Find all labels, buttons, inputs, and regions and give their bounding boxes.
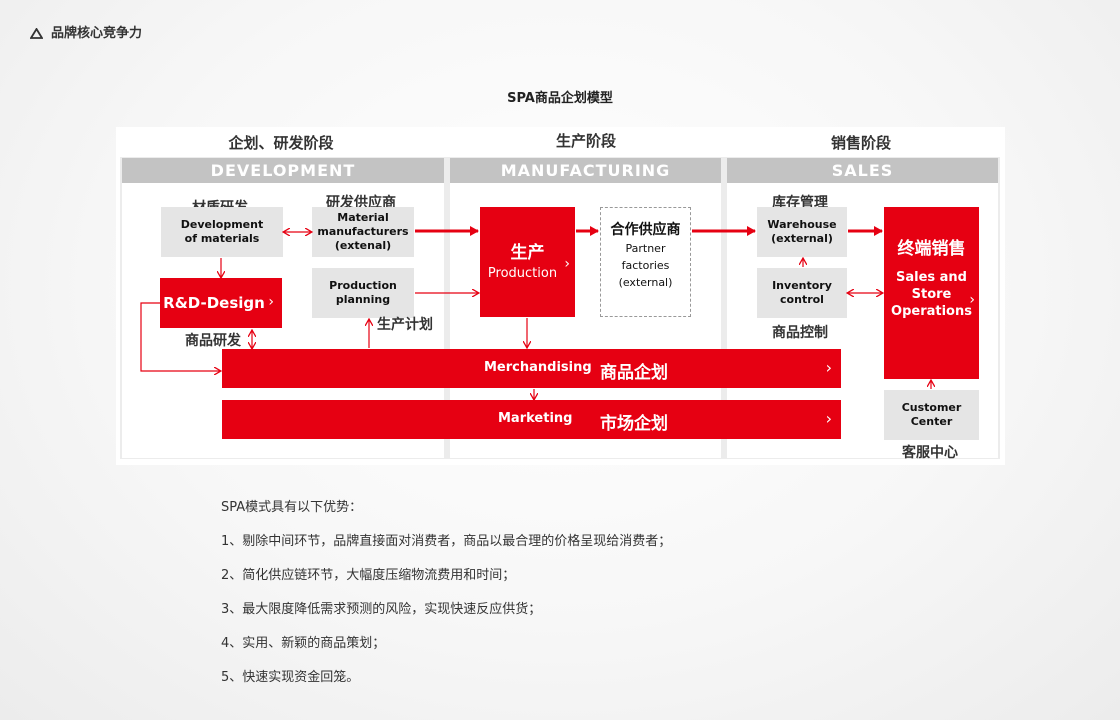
material-suppliers-en-3: (extenal) [334,239,392,252]
diagram-title: SPA商品企划模型 [507,91,613,106]
warehouse-en-1: Warehouse [767,218,837,231]
arrow-rd-loop-to-merch [140,302,220,371]
rd-design-en: R&D-Design [163,294,265,312]
materials-en-1: Development [180,218,264,231]
customer-center-box: Customer Center [884,390,979,440]
inventory-en-1: Inventory [772,279,832,292]
partner-factories-box: 合作供应商 Partner factories (external) [600,207,691,317]
marketing-cn: 市场企划 [600,414,668,434]
advantage-item: 2、简化供应链环节，大幅度压缩物流费用和时间； [221,568,516,583]
material-suppliers-en-1: Material [337,211,389,224]
advantage-item: 4、实用、新颖的商品策划； [221,636,386,651]
chevron-right-icon: › [825,409,832,428]
partner-factories-en-3: (external) [618,276,673,289]
partner-factories-en-2: factories [621,259,670,272]
advantage-item: 3、最大限度降低需求预测的风险，实现快速反应供货； [221,602,542,617]
merchandising-en: Merchandising [484,360,592,375]
phase-manufacturing-bar: MANUFACTURING [450,158,721,183]
retail-en-1: Sales and [895,270,967,285]
triangle-icon [30,28,43,39]
chevron-right-icon: › [825,358,832,377]
warehouse-box: Warehouse (external) [757,207,847,257]
chevron-right-icon: › [969,292,975,308]
production-planning-en-1: Production [329,279,397,292]
retail-box: 终端销售 Sales and Store Operations › [884,207,979,379]
material-suppliers-box: Material manufacturers (extenal) [312,207,414,257]
advantages-intro: SPA模式具有以下优势： [221,500,363,515]
production-planning-box: Production planning [312,268,414,318]
phase-sales-bar: SALES [727,158,998,183]
phase-manufacturing-cn: 生产阶段 [555,132,616,150]
materials-en-2: of materials [184,232,260,245]
production-planning-cn-label: 生产计划 [377,317,433,333]
production-en: Production [487,266,558,281]
rd-design-box: R&D-Design › [160,278,282,328]
spa-model-diagram: 企划、研发阶段 生产阶段 销售阶段 DEVELOPMENT MANUFACTUR… [116,127,1005,465]
customer-center-en-1: Customer [901,401,962,414]
partner-factories-cn: 合作供应商 [610,222,681,238]
production-planning-en-2: planning [335,293,391,306]
partner-factories-en-1: Partner [625,242,666,255]
advantages-section: SPA模式具有以下优势： 1、剔除中间环节，品牌直接面对消费者，商品以最合理的价… [221,499,671,703]
phase-development-cn: 企划、研发阶段 [228,134,334,152]
chevron-right-icon: › [564,256,570,272]
advantage-item: 1、剔除中间环节，品牌直接面对消费者，商品以最合理的价格呈现给消费者； [221,534,672,549]
material-suppliers-en-2: manufacturers [317,225,409,238]
connector-arrows [140,226,1005,465]
marketing-band: Marketing 市场企划 › [222,400,841,439]
section-title: 品牌核心竞争力 [51,26,143,41]
retail-en-3: Operations [891,304,972,319]
customer-center-en-2: Center [910,415,953,428]
production-cn: 生产 [510,243,545,263]
phase-development-bar: DEVELOPMENT [122,158,444,183]
customer-center-cn-label: 客服中心 [902,445,958,461]
phase-sales-cn: 销售阶段 [830,134,891,152]
retail-cn: 终端销售 [897,239,966,259]
inventory-en-2: control [780,293,824,306]
materials-box: Development of materials [161,207,283,257]
marketing-en: Marketing [498,411,573,426]
merchandising-band: Merchandising 商品企划 › [222,349,841,388]
inventory-control-box: Inventory control [757,268,847,318]
advantage-item: 5、快速实现资金回笼。 [221,670,360,685]
retail-en-2: Store [911,287,952,302]
warehouse-en-2: (external) [771,232,833,245]
section-header: 品牌核心竞争力 [30,22,142,41]
chevron-right-icon: › [268,294,274,310]
rd-design-cn-label: 商品研发 [185,333,241,349]
inventory-cn-label: 商品控制 [772,325,828,341]
production-box: 生产 Production › [480,207,575,317]
merchandising-cn: 商品企划 [600,363,668,383]
